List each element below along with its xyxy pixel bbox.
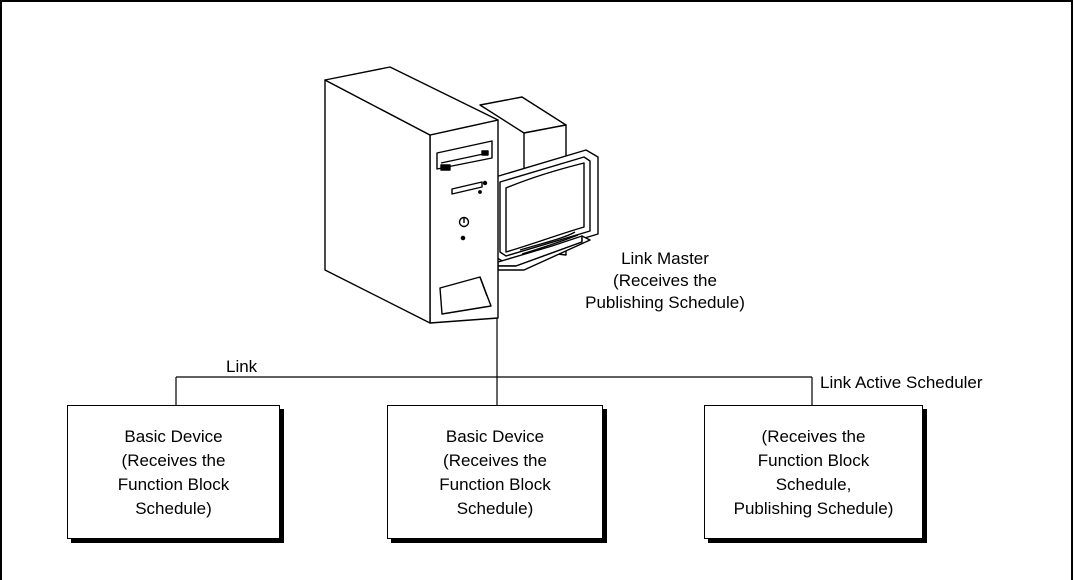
device-3-line-2: Function Block	[757, 451, 870, 470]
link-master-label: Link Master (Receives the Publishing Sch…	[585, 248, 745, 314]
link-active-scheduler-label: Link Active Scheduler	[820, 373, 983, 392]
device-2-line-1: Basic Device	[445, 427, 545, 446]
device-1-line-4: Schedule)	[135, 499, 212, 518]
device-1-line-1: Basic Device	[124, 427, 223, 446]
device-1-line-2: (Receives the	[121, 451, 226, 470]
device-2-line-4: Schedule)	[456, 499, 534, 518]
device-3-line-3: Schedule,	[775, 475, 852, 494]
basic-device-box-1: Basic Device (Receives the Function Bloc…	[67, 405, 280, 539]
device-1-line-3: Function Block	[117, 475, 230, 494]
link-master-line-2: (Receives the	[613, 271, 717, 290]
basic-device-box-2: Basic Device (Receives the Function Bloc…	[387, 405, 603, 539]
link-bus	[175, 314, 813, 405]
link-active-scheduler-box: (Receives the Function Block Schedule, P…	[704, 405, 923, 539]
device-3-line-1: (Receives the	[761, 427, 866, 446]
device-2-line-3: Function Block	[439, 475, 551, 494]
link-label: Link	[226, 357, 258, 376]
link-master-line-1: Link Master	[621, 249, 709, 268]
device-3-line-4: Publishing Schedule)	[733, 499, 894, 518]
desktop-computer-icon	[324, 66, 599, 324]
device-2-line-2: (Receives the	[443, 451, 547, 470]
link-master-line-3: Publishing Schedule)	[585, 293, 745, 312]
